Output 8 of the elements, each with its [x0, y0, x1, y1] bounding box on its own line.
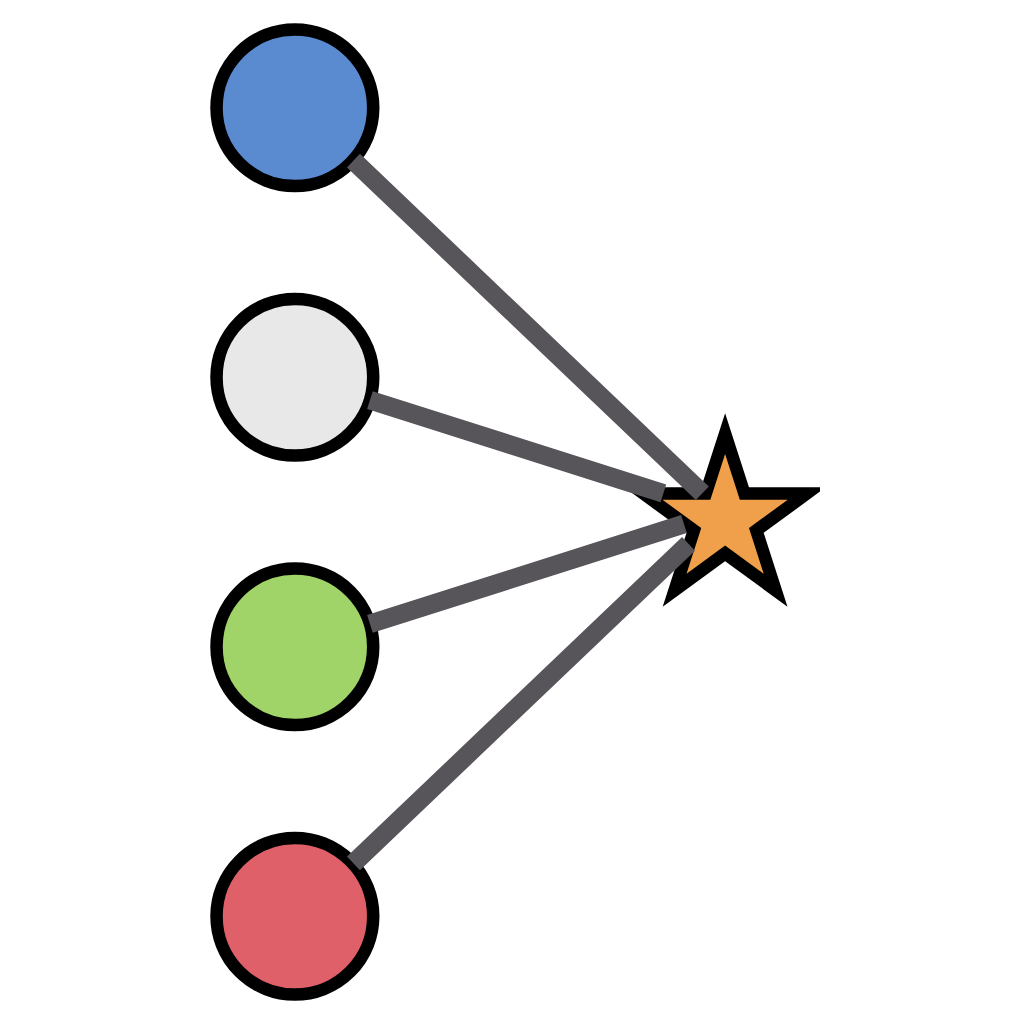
node-circle [210, 831, 380, 1001]
connector [367, 515, 687, 633]
connector [367, 391, 667, 503]
node-circle [210, 292, 380, 462]
connector [346, 153, 709, 501]
node-circle [210, 562, 380, 732]
node-circle [210, 23, 380, 193]
connector [346, 537, 696, 871]
